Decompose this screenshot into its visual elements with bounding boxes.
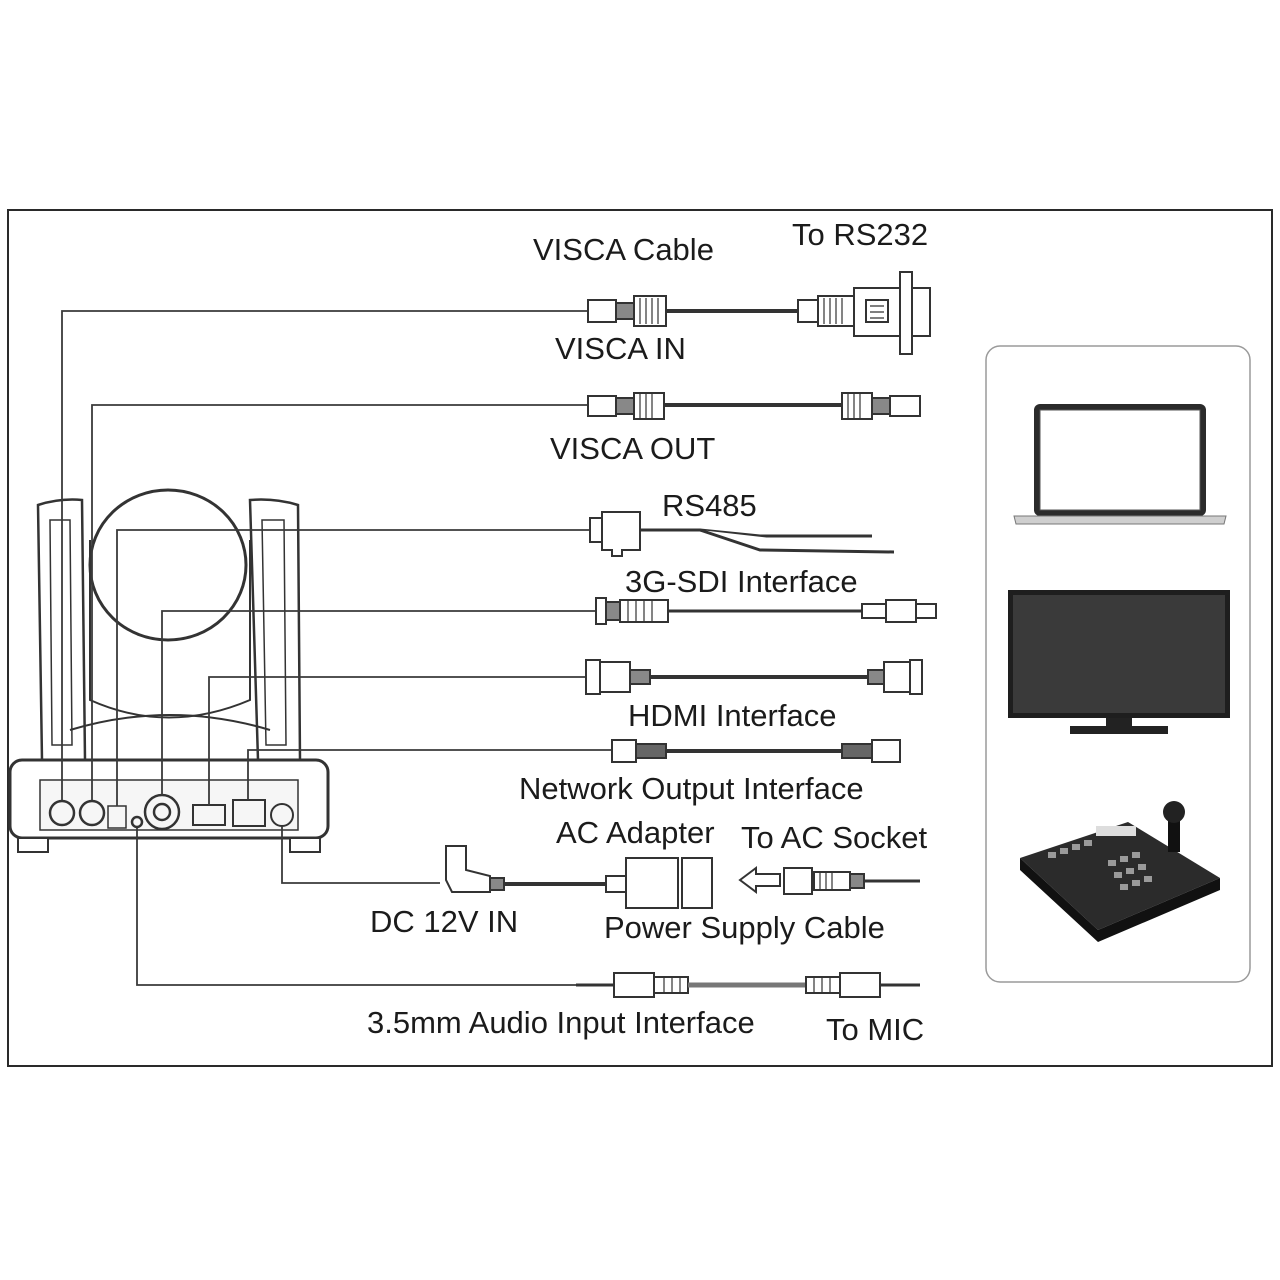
audio-label: 3.5mm Audio Input Interface bbox=[367, 1005, 755, 1040]
to-mic-label: To MIC bbox=[826, 1012, 925, 1047]
line-audio bbox=[136, 828, 576, 986]
monitor-icon bbox=[1008, 590, 1230, 734]
to-ac-socket-label: To AC Socket bbox=[741, 820, 928, 855]
line-rs485 bbox=[116, 529, 590, 806]
hdmi-cable-icon bbox=[585, 659, 923, 695]
rs485-label: RS485 bbox=[662, 488, 757, 523]
visca-cable-label: VISCA Cable bbox=[533, 232, 714, 267]
dc-in-label: DC 12V IN bbox=[370, 904, 519, 939]
visca-out-cable-icon bbox=[587, 392, 921, 420]
line-visca-in bbox=[61, 310, 588, 800]
rs485-cable-icon bbox=[589, 511, 895, 557]
to-rs232-label: To RS232 bbox=[792, 217, 929, 252]
visca-cable-icon bbox=[587, 271, 931, 355]
ptz-keyboard-controller-icon bbox=[1020, 801, 1220, 942]
audio-cable-icon bbox=[576, 972, 920, 998]
line-hdmi bbox=[208, 676, 586, 805]
line-sdi bbox=[161, 610, 596, 795]
hdmi-label: HDMI Interface bbox=[628, 698, 837, 733]
visca-out-label: VISCA OUT bbox=[550, 431, 716, 466]
power-cable-label: Power Supply Cable bbox=[604, 910, 885, 945]
ptz-camera-icon bbox=[8, 488, 330, 853]
line-network bbox=[247, 749, 612, 800]
connection-lines bbox=[61, 310, 612, 986]
visca-in-label: VISCA IN bbox=[555, 331, 686, 366]
sdi-cable-icon bbox=[595, 597, 937, 625]
network-cable-icon bbox=[611, 739, 901, 763]
ac-adapter-label: AC Adapter bbox=[556, 815, 715, 850]
laptop-icon bbox=[1013, 404, 1227, 525]
network-label: Network Output Interface bbox=[519, 771, 864, 806]
line-visca-out bbox=[91, 404, 588, 800]
power-supply-icon bbox=[445, 845, 920, 909]
sdi-label: 3G-SDI Interface bbox=[625, 564, 858, 599]
line-dc bbox=[281, 826, 440, 884]
